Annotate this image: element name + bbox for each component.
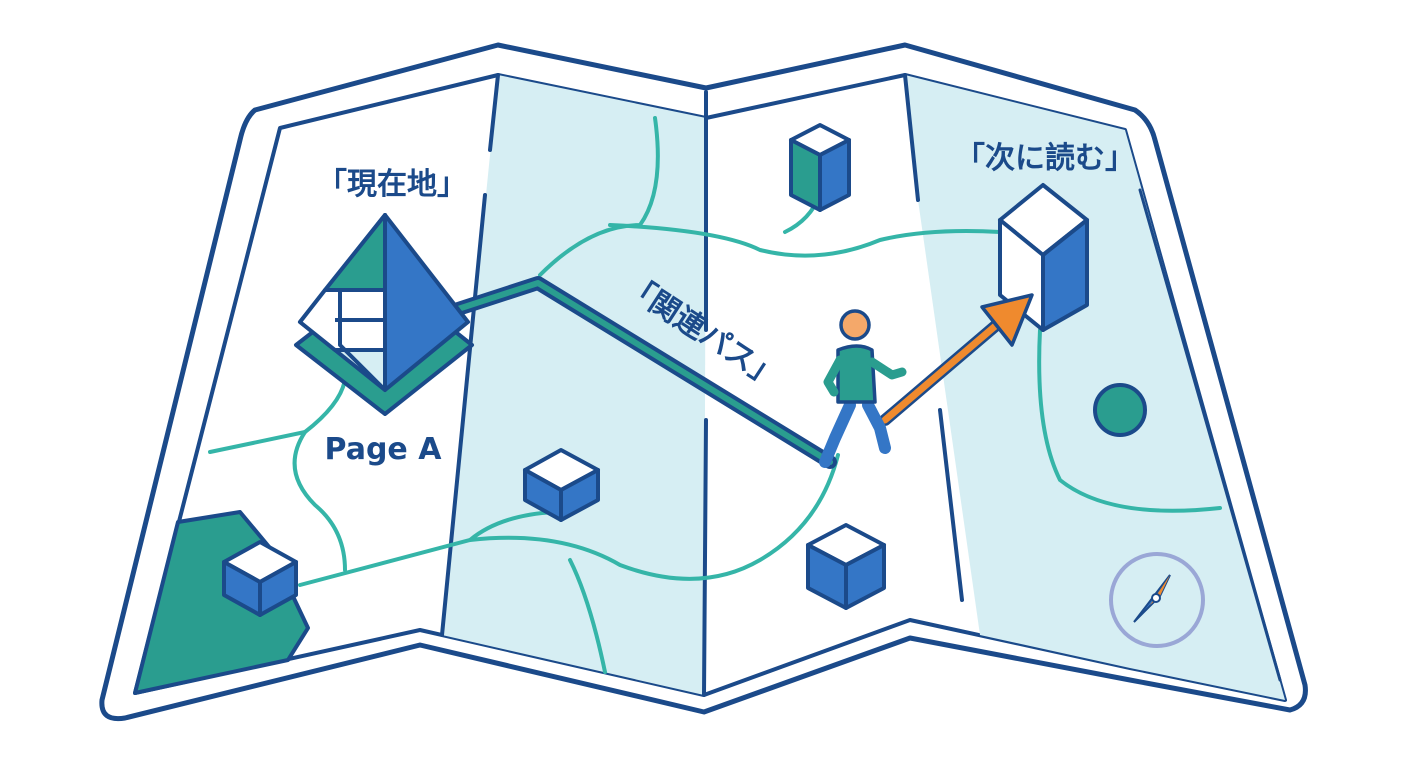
fold-line-2: [702, 90, 708, 697]
label-read-next: 「次に読む」: [955, 141, 1135, 176]
fold-line-3: [903, 73, 964, 602]
cube-icon: [222, 540, 298, 617]
circle-marker-icon: [1093, 383, 1147, 437]
compass-icon: [1109, 552, 1205, 648]
cube-icon: [789, 123, 851, 212]
map-panel-tint-2: [442, 75, 706, 695]
label-current-location: 「現在地」: [317, 167, 467, 202]
cube-icon: [806, 523, 886, 610]
cube-icon: [523, 448, 600, 522]
label-page-a: Page A: [325, 432, 443, 467]
person-walking-icon: [819, 309, 907, 468]
pyramid-icon: [294, 213, 474, 416]
fold-line-1: [440, 73, 500, 637]
inner-right-edge-line: [1138, 188, 1282, 682]
road-network: [208, 116, 1222, 674]
related-path-route-inner: [452, 280, 833, 465]
arrow-icon: [879, 293, 1034, 426]
